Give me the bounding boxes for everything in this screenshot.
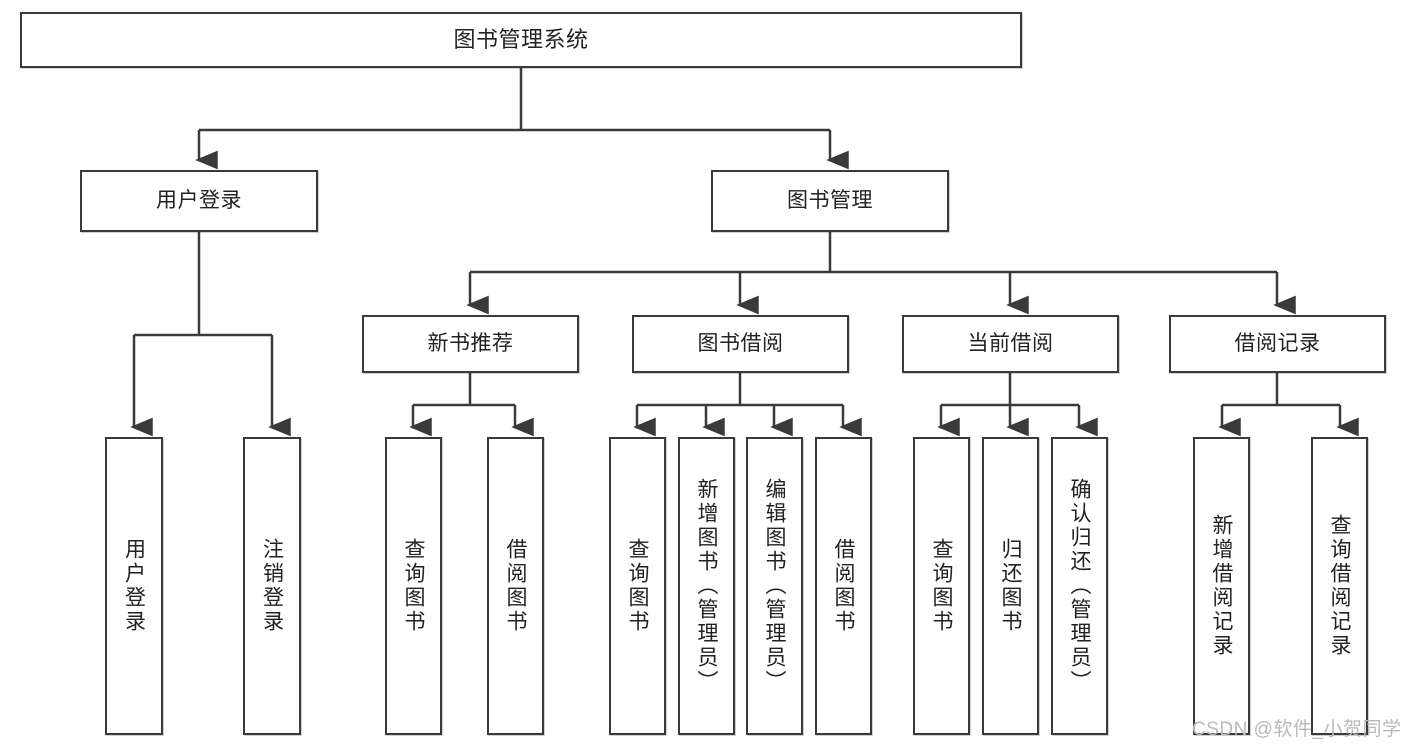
node-leaf-user-logout[interactable]: 注销登录 [243,437,301,735]
node-current-borrow[interactable]: 当前借阅 [902,315,1119,373]
node-book-borrow-label: 图书借阅 [697,331,784,355]
node-leaf-user-login[interactable]: 用户登录 [105,437,163,735]
node-leaf-edit-book[interactable]: 编辑图书（管理员） [746,437,803,735]
node-borrow-record[interactable]: 借阅记录 [1169,315,1386,373]
node-leaf-query-book-2[interactable]: 查询图书 [609,437,666,735]
node-leaf-query-book-3[interactable]: 查询图书 [913,437,970,735]
node-leaf-query-record-label: 查询借阅记录 [1328,514,1352,658]
node-root-label: 图书管理系统 [453,27,589,53]
node-leaf-confirm-return[interactable]: 确认归还（管理员） [1051,437,1108,735]
node-book-management[interactable]: 图书管理 [711,170,949,232]
node-leaf-query-record[interactable]: 查询借阅记录 [1311,437,1368,735]
node-leaf-user-login-label: 用户登录 [122,538,146,634]
node-leaf-edit-book-label: 编辑图书（管理员） [763,478,787,694]
node-leaf-query-book-1[interactable]: 查询图书 [385,437,442,735]
node-leaf-borrow-book-1[interactable]: 借阅图书 [487,437,544,735]
node-new-book-recommend-label: 新书推荐 [427,331,514,355]
node-new-book-recommend[interactable]: 新书推荐 [362,315,579,373]
csdn-watermark: CSDN @软件_小贺同学 [1192,719,1402,740]
node-leaf-add-record[interactable]: 新增借阅记录 [1193,437,1250,735]
node-book-borrow[interactable]: 图书借阅 [632,315,849,373]
node-leaf-borrow-book-1-label: 借阅图书 [504,538,528,634]
node-leaf-query-book-2-label: 查询图书 [626,538,650,634]
node-leaf-add-book[interactable]: 新增图书（管理员） [678,437,735,735]
node-leaf-query-book-3-label: 查询图书 [930,538,954,634]
node-book-management-label: 图书管理 [787,188,873,212]
node-leaf-confirm-return-label: 确认归还（管理员） [1068,478,1092,694]
node-borrow-record-label: 借阅记录 [1234,331,1321,355]
node-user-login[interactable]: 用户登录 [80,170,318,232]
node-leaf-user-logout-label: 注销登录 [260,538,284,634]
node-user-login-label: 用户登录 [156,188,242,212]
node-current-borrow-label: 当前借阅 [967,331,1054,355]
node-leaf-borrow-book-2[interactable]: 借阅图书 [815,437,872,735]
node-root[interactable]: 图书管理系统 [20,12,1022,68]
node-leaf-borrow-book-2-label: 借阅图书 [832,538,856,634]
node-leaf-query-book-1-label: 查询图书 [402,538,426,634]
node-leaf-add-book-label: 新增图书（管理员） [695,478,719,694]
node-leaf-add-record-label: 新增借阅记录 [1210,514,1234,658]
node-leaf-return-book-label: 归还图书 [999,538,1023,634]
node-leaf-return-book[interactable]: 归还图书 [982,437,1039,735]
